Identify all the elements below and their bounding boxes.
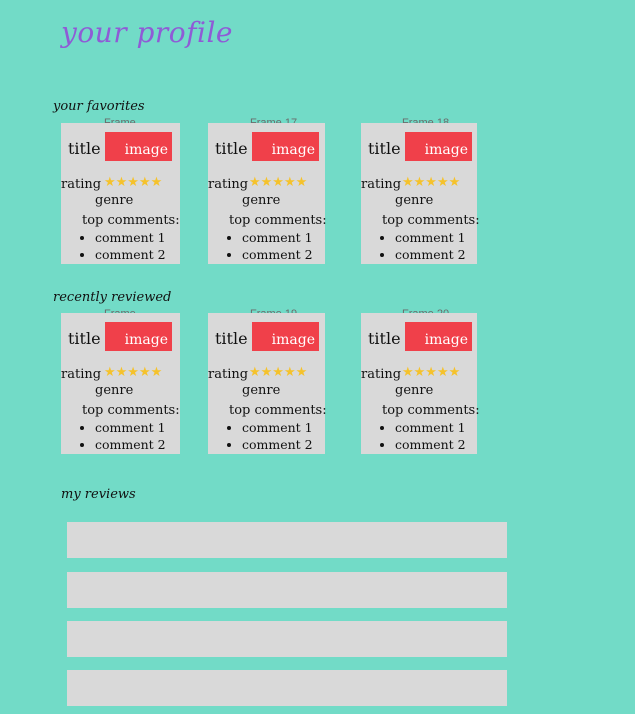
- rating-label: rating: [361, 177, 402, 192]
- card-title: title: [215, 139, 248, 158]
- comment-item: comment 1: [395, 419, 466, 436]
- star-icon: ★★★★★: [249, 175, 308, 190]
- review-item[interactable]: [67, 670, 507, 706]
- genre-label: genre: [242, 193, 281, 208]
- star-icon: ★★★★★: [249, 365, 308, 380]
- comment-list: comment 1comment 2: [381, 419, 466, 453]
- star-icon: ★★★★★: [104, 365, 163, 380]
- star-icon: ★★★★★: [402, 175, 461, 190]
- comment-item: comment 2: [242, 246, 313, 263]
- image-label: image: [424, 332, 468, 348]
- top-comments-heading: top comments:: [82, 403, 180, 418]
- genre-label: genre: [242, 383, 281, 398]
- image-label: image: [124, 332, 168, 348]
- top-comments-heading: top comments:: [229, 213, 327, 228]
- favorites-heading: your favorites: [53, 99, 145, 114]
- comment-item: comment 2: [95, 246, 166, 263]
- reviews-heading: my reviews: [61, 487, 136, 502]
- card-image: image: [252, 322, 319, 351]
- image-label: image: [271, 332, 315, 348]
- review-item[interactable]: [67, 522, 507, 558]
- image-label: image: [124, 142, 168, 158]
- star-icon: ★★★★★: [104, 175, 163, 190]
- card-image: image: [405, 132, 472, 161]
- comment-list: comment 1comment 2: [228, 419, 313, 453]
- top-comments-heading: top comments:: [82, 213, 180, 228]
- comment-item: comment 1: [242, 229, 313, 246]
- card-title: title: [368, 139, 401, 158]
- review-item[interactable]: [67, 621, 507, 657]
- card-title: title: [215, 329, 248, 348]
- genre-label: genre: [395, 193, 434, 208]
- card-image: image: [252, 132, 319, 161]
- comment-list: comment 1comment 2: [381, 229, 466, 263]
- comment-item: comment 1: [95, 229, 166, 246]
- comment-item: comment 2: [395, 246, 466, 263]
- rating-label: rating: [208, 367, 249, 382]
- comment-list: comment 1comment 2: [81, 229, 166, 263]
- comment-list: comment 1comment 2: [81, 419, 166, 453]
- top-comments-heading: top comments:: [229, 403, 327, 418]
- genre-label: genre: [95, 193, 134, 208]
- review-item[interactable]: [67, 572, 507, 608]
- card-title: title: [68, 329, 101, 348]
- card-image: image: [105, 132, 172, 161]
- rating-label: rating: [208, 177, 249, 192]
- top-comments-heading: top comments:: [382, 213, 480, 228]
- card-title: title: [68, 139, 101, 158]
- card-image: image: [105, 322, 172, 351]
- comment-item: comment 1: [95, 419, 166, 436]
- genre-label: genre: [395, 383, 434, 398]
- page-title: your profile: [61, 16, 234, 49]
- rating-label: rating: [361, 367, 402, 382]
- card-title: title: [368, 329, 401, 348]
- genre-label: genre: [95, 383, 134, 398]
- star-icon: ★★★★★: [402, 365, 461, 380]
- comment-item: comment 2: [242, 436, 313, 453]
- top-comments-heading: top comments:: [382, 403, 480, 418]
- comment-item: comment 2: [395, 436, 466, 453]
- image-label: image: [271, 142, 315, 158]
- recent-heading: recently reviewed: [53, 290, 172, 305]
- comment-list: comment 1comment 2: [228, 229, 313, 263]
- rating-label: rating: [61, 367, 102, 382]
- comment-item: comment 1: [242, 419, 313, 436]
- image-label: image: [424, 142, 468, 158]
- comment-item: comment 1: [395, 229, 466, 246]
- comment-item: comment 2: [95, 436, 166, 453]
- card-image: image: [405, 322, 472, 351]
- rating-label: rating: [61, 177, 102, 192]
